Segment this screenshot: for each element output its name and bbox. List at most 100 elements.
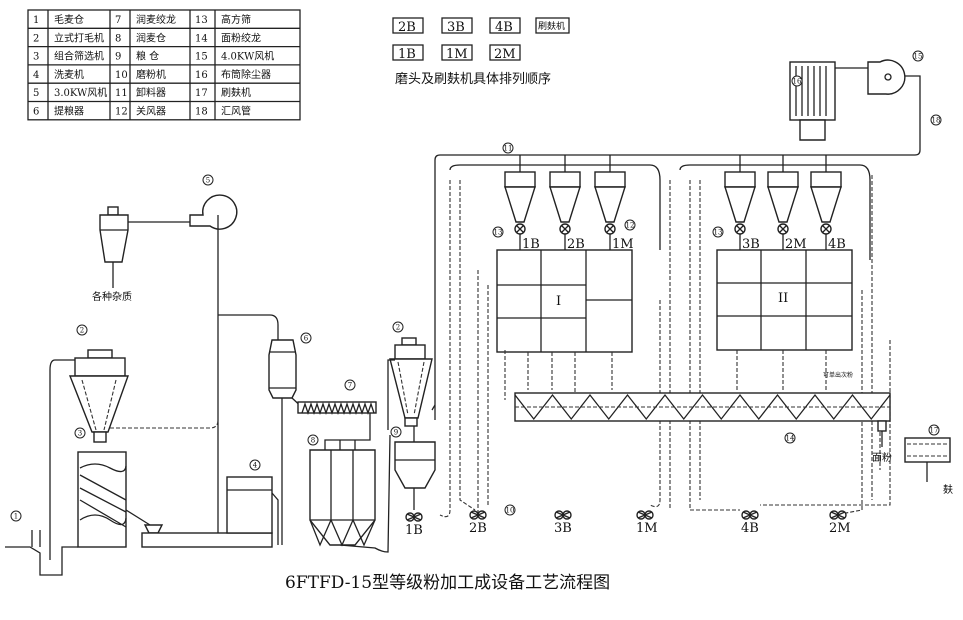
callout-circle <box>307 434 319 446</box>
bran-output-label: 麸 <box>943 483 953 496</box>
flour-output-label: 面粉 <box>872 451 892 464</box>
callout-circle <box>504 504 516 516</box>
legend-equipment-name: 刷麸机 <box>221 86 251 99</box>
mill-label: 3B <box>554 521 572 536</box>
legend-number: 11 <box>115 88 128 99</box>
callout-number: 3 <box>78 430 82 438</box>
callout-number: 2 <box>80 327 84 335</box>
callout-circle <box>712 226 724 238</box>
callout-circle <box>930 114 942 126</box>
order-2M: 2M <box>494 47 516 62</box>
diagram-title: 6FTFD-15型等级粉加工成设备工艺流程图 <box>285 573 610 593</box>
airlock-valve-icon <box>604 223 616 235</box>
callout-number: 11 <box>504 145 513 153</box>
order-3B: 3B <box>447 20 465 35</box>
callout-number: 18 <box>932 117 941 125</box>
legend-equipment-name: 汇风管 <box>221 105 251 118</box>
callout-circle <box>249 459 261 471</box>
order-legend: 2B 3B 4B 刷麸机 1B 1M 2M 磨头及刷麸机具体排列顺序 <box>392 17 570 87</box>
legend-number: 8 <box>115 33 121 44</box>
order-1M: 1M <box>446 47 468 62</box>
cyclone <box>767 171 799 188</box>
legend-number: 14 <box>195 33 208 44</box>
callout-circle <box>502 142 514 154</box>
legend-number: 2 <box>33 33 39 44</box>
callout-number: 13 <box>714 229 723 237</box>
callout-circle <box>300 332 312 344</box>
sifter-I-label: I <box>556 294 561 309</box>
flour-screw-conveyor <box>514 392 891 447</box>
order-4B: 4B <box>495 20 513 35</box>
roller-mill-icon <box>469 510 487 520</box>
cyclone <box>594 171 626 188</box>
legend-equipment-name: 粮 仓 <box>136 50 159 63</box>
callout-circle <box>912 50 924 62</box>
plansifter-I: I <box>496 249 633 353</box>
air-collection-duct <box>434 75 921 420</box>
mill-label: 1B <box>405 523 423 538</box>
legend-equipment-name: 磨粉机 <box>136 68 166 81</box>
legend-equipment-name: 提粮器 <box>54 105 84 118</box>
cyclone <box>549 171 581 188</box>
legend-number: 7 <box>115 15 121 26</box>
mill-label: 2B <box>469 521 487 536</box>
callout-circle <box>492 226 504 238</box>
cyclone-label: 1M <box>612 237 634 252</box>
mill-label: 4B <box>741 521 759 536</box>
callout-circle <box>390 426 402 438</box>
legend-number: 12 <box>115 107 128 118</box>
callout-number: 10 <box>506 507 515 515</box>
legend-number: 4 <box>33 70 39 81</box>
order-legend-caption: 磨头及刷麸机具体排列顺序 <box>395 72 551 87</box>
callout-circle <box>624 219 636 231</box>
legend-number: 6 <box>33 107 39 118</box>
legend-equipment-name: 面粉绞龙 <box>221 31 261 44</box>
legend-equipment-name: 4.0KW风机 <box>221 50 274 63</box>
legend-equipment-name: 润麦仓 <box>136 31 166 44</box>
material-lines <box>439 175 891 518</box>
callout-circle <box>10 510 22 522</box>
mill-label: 2M <box>829 521 851 536</box>
callout-number: 15 <box>914 53 923 61</box>
callout-number: 7 <box>348 382 352 390</box>
legend-equipment-name: 卸料器 <box>136 86 166 99</box>
callout-circle <box>928 424 940 436</box>
callout-number: 17 <box>930 427 939 435</box>
legend-number: 5 <box>33 88 39 99</box>
callout-circle <box>202 174 214 186</box>
airlock-valve-icon <box>777 223 789 235</box>
legend-equipment-name: 布筒除尘器 <box>221 68 271 81</box>
cyclone-label: 2B <box>567 237 585 252</box>
legend-number: 10 <box>115 70 128 81</box>
roller-mill-icon <box>554 510 572 520</box>
fan-4kw <box>867 59 906 95</box>
callout-circle <box>392 321 404 333</box>
cleaning-section <box>5 194 436 576</box>
airlock-valve-icon <box>559 223 571 235</box>
cyclone-label: 1B <box>522 237 540 252</box>
callout-circle <box>791 75 803 87</box>
callout-number: 1 <box>14 513 18 521</box>
cyclone <box>810 171 842 188</box>
bran-brusher <box>904 437 951 482</box>
airlock-valve-icon <box>820 223 832 235</box>
legend-equipment-name: 3.0KW风机 <box>54 86 107 99</box>
airlock-valve-icon <box>514 223 526 235</box>
callout-number: 2 <box>396 324 400 332</box>
bag-dust-collector <box>789 61 836 141</box>
legend-equipment-name: 毛麦仓 <box>54 13 84 26</box>
sifter-II-label: II <box>778 291 788 306</box>
legend-number: 17 <box>195 88 208 99</box>
cyclone-label: 4B <box>828 237 846 252</box>
second-flour-note: 可单出次粉 <box>823 371 853 379</box>
callout-number: 14 <box>786 435 795 443</box>
order-2B: 2B <box>398 20 416 35</box>
callout-circle <box>76 324 88 336</box>
callout-number: 8 <box>311 437 315 445</box>
callout-number: 16 <box>793 78 802 86</box>
